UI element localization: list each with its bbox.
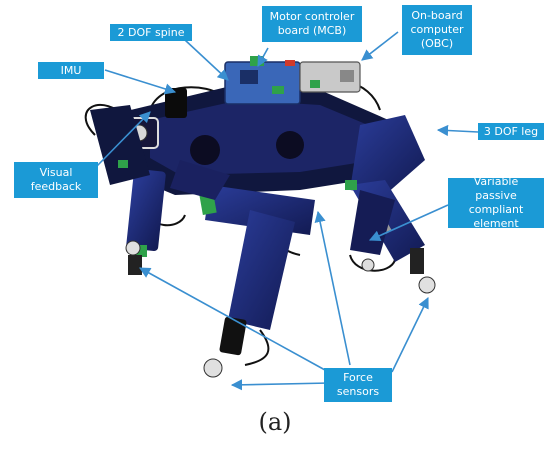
leader-force-2 [230, 379, 331, 391]
obc-green [310, 80, 320, 88]
leader-force-3 [314, 210, 351, 366]
imu-block [165, 88, 187, 118]
mcb-connector-red [285, 60, 295, 66]
label-visual-feedback: Visual feedback [14, 162, 98, 198]
label-variable-compliant: Variable passive compliant element [448, 175, 544, 230]
side-frame-left [90, 105, 150, 185]
leader-mcb [257, 47, 269, 67]
label-obc: On-board computer (OBC) [402, 5, 472, 55]
leader-force-4 [391, 296, 429, 373]
label-force-sensors: Force sensors [324, 368, 392, 402]
figure-caption: (a) [258, 408, 292, 436]
leader-compliant [368, 204, 449, 241]
leader-lines [96, 31, 479, 391]
mcb-connector-green [250, 56, 264, 66]
spine-joint-2 [276, 131, 304, 159]
mcb-connector-green-2 [272, 86, 284, 94]
leader-imu [104, 69, 177, 95]
label-mcb: Motor controler board (MCB) [262, 6, 362, 42]
spine-joint [190, 135, 220, 165]
label-imu: IMU [38, 62, 104, 79]
side-frame-green [118, 160, 128, 168]
label-3dof-leg: 3 DOF leg [478, 123, 544, 140]
leader-force-1 [139, 267, 326, 371]
label-2dof-spine: 2 DOF spine [110, 24, 192, 41]
leg-front-right [197, 181, 315, 378]
mcb-chip [240, 70, 258, 84]
leg-rear-far [350, 190, 395, 272]
leg-front-left [125, 168, 166, 275]
leader-obc [361, 31, 399, 61]
robot-illustration [84, 56, 436, 378]
leg-rear-left [170, 160, 230, 200]
leader-leg [436, 124, 479, 137]
mcb-board [224, 61, 301, 105]
leader-visual [96, 111, 151, 167]
leader-spine [184, 39, 229, 81]
obc-port [340, 70, 354, 82]
